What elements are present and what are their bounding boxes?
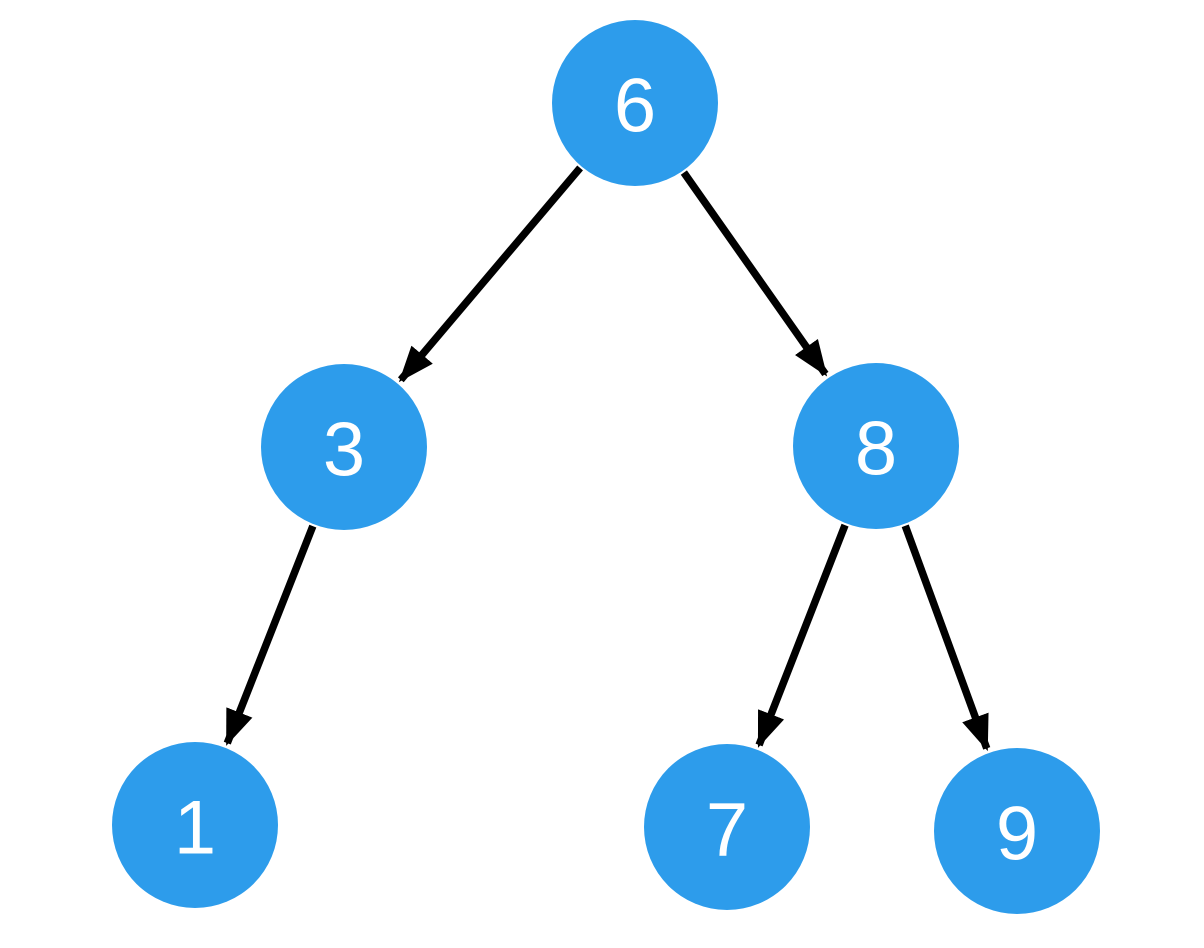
nodes-layer: 6 3 8 1 7 9 — [112, 20, 1100, 914]
node-circle — [934, 748, 1100, 914]
node-circle — [112, 742, 278, 908]
tree-node-9: 9 — [934, 748, 1100, 914]
node-circle — [644, 744, 810, 910]
node-label: 3 — [323, 408, 365, 493]
tree-node-1: 1 — [112, 742, 278, 908]
edges-layer — [223, 165, 991, 752]
node-label: 8 — [855, 407, 897, 492]
tree-node-7: 7 — [644, 744, 810, 910]
tree-node-8: 8 — [793, 363, 959, 529]
edge-arrow-6-to-3 — [397, 165, 583, 383]
node-circle — [261, 364, 427, 530]
tree-node-3: 3 — [261, 364, 427, 530]
node-label: 9 — [996, 792, 1038, 877]
edge-arrow-8-to-7 — [755, 523, 849, 748]
edge-arrow-3-to-1 — [223, 524, 317, 746]
node-circle — [793, 363, 959, 529]
edge-arrow-8-to-9 — [901, 524, 991, 752]
node-circle — [552, 20, 718, 186]
tree-node-6: 6 — [552, 20, 718, 186]
node-label: 1 — [174, 786, 216, 871]
node-label: 7 — [706, 788, 748, 873]
node-label: 6 — [614, 64, 656, 149]
edge-arrow-6-to-8 — [680, 170, 829, 377]
